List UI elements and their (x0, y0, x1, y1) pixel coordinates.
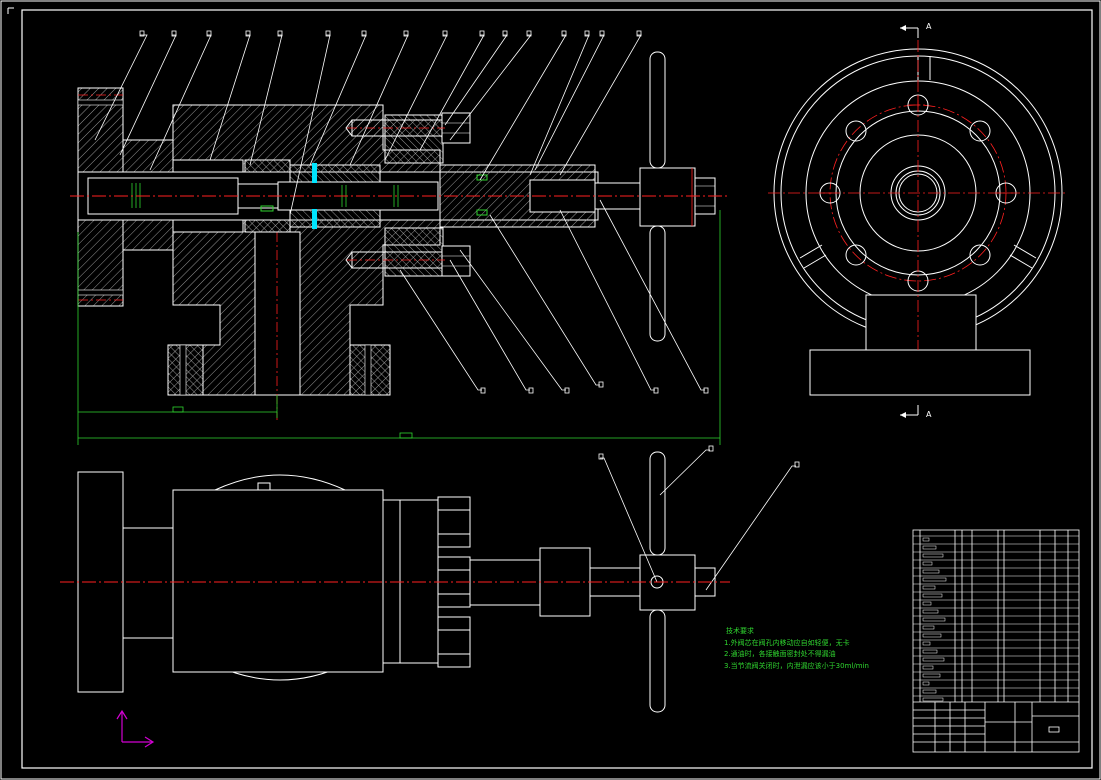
requirement-2: 2.通油时，各接触面密封处不得漏油 (724, 650, 836, 658)
parts-list-cell-mark (922, 649, 938, 654)
parts-list-cell-mark (922, 609, 939, 614)
section-label-bottom: A (926, 410, 932, 419)
ucs-icon (116, 709, 155, 748)
parts-list-cell-mark (922, 593, 943, 598)
title-block (912, 529, 1080, 753)
inner-frame (21, 9, 1093, 769)
parts-list-cell-mark (922, 569, 940, 574)
parts-list-rows (913, 535, 1079, 702)
technical-requirements-title: 技术要求 (726, 627, 754, 635)
parts-list-cell-mark (922, 617, 946, 622)
parts-list-cell-mark (922, 673, 941, 678)
parts-list-cell-mark (922, 665, 934, 670)
parts-list-cell-mark (922, 633, 942, 638)
parts-list-cell-mark (922, 577, 947, 582)
parts-list-cell-mark (922, 625, 935, 630)
requirement-3: 3.当节流阀关闭时，内泄漏应该小于30ml/min (724, 661, 869, 670)
section-view (70, 30, 730, 445)
parts-list-cell-mark (922, 689, 937, 694)
top-view (77, 445, 800, 713)
parts-list-cell-mark (922, 697, 944, 702)
section-label-top: A (926, 22, 932, 31)
parts-list-cell-mark (922, 657, 945, 662)
parts-list-cell-mark (922, 641, 931, 646)
parts-list-cell-mark (922, 545, 937, 550)
parts-list-cell-mark (922, 601, 932, 606)
parts-list-cell-mark (922, 553, 944, 558)
parts-list-cell-mark (922, 585, 936, 590)
requirement-1: 1.外阀芯在阀孔内移动应自如轻便，无卡 (724, 638, 850, 647)
parts-list-cell-mark (922, 561, 933, 566)
side-view (768, 27, 1068, 416)
technical-requirements: 技术要求 1.外阀芯在阀孔内移动应自如轻便，无卡 2.通油时，各接触面密封处不得… (724, 626, 869, 672)
parts-list-cell-mark (922, 681, 930, 686)
parts-list-cell-mark (922, 537, 930, 542)
